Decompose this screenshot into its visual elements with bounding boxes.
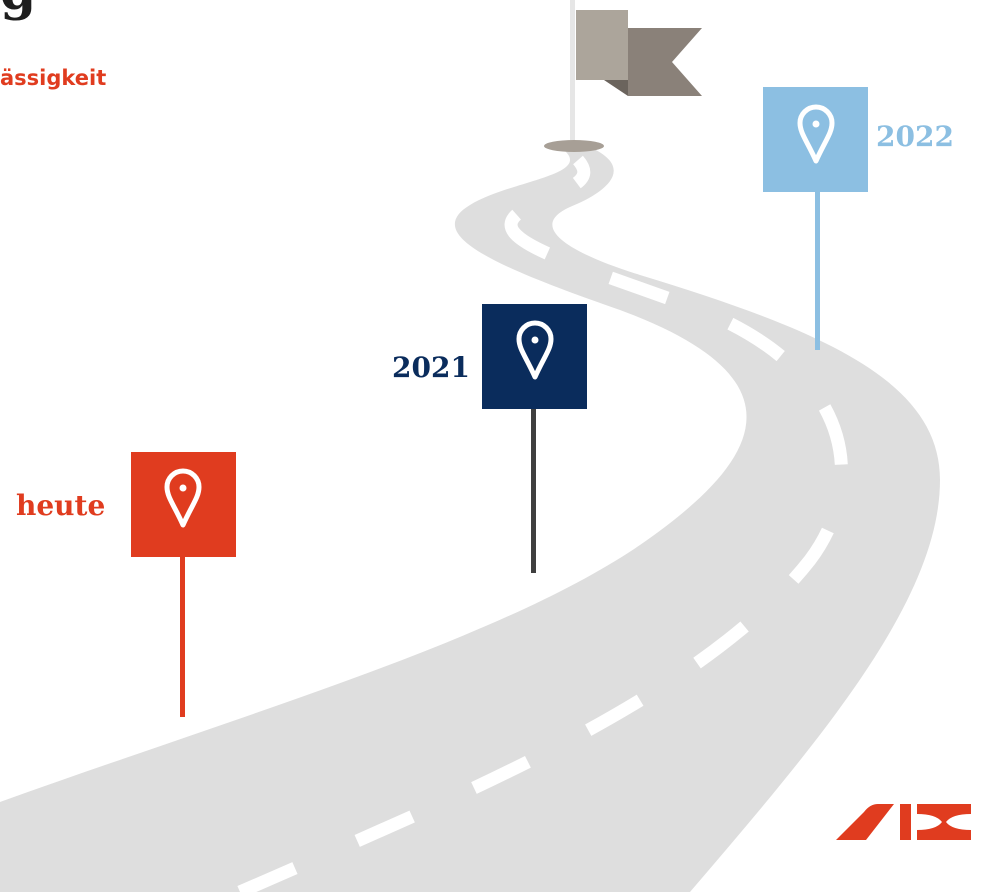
road-horizon xyxy=(544,140,604,152)
milestone-today-post xyxy=(180,555,185,717)
winding-road xyxy=(0,140,940,892)
milestone-2021-label: 2021 xyxy=(392,351,470,384)
page-title: g xyxy=(0,0,36,18)
six-logo xyxy=(836,804,971,840)
logo-i-bar xyxy=(900,804,911,840)
road-surface xyxy=(0,147,940,892)
milestone-2021-post xyxy=(531,408,536,573)
milestone-2022-post xyxy=(815,190,820,350)
logo-x-shape xyxy=(917,804,971,840)
map-pin-icon xyxy=(164,468,202,528)
milestone-2021-sign xyxy=(482,304,587,409)
goal-flag xyxy=(570,0,702,140)
milestone-2022 xyxy=(763,87,868,350)
milestone-today-sign xyxy=(131,452,236,557)
page-subtitle: ässigkeit xyxy=(0,66,107,90)
milestone-2022-label: 2022 xyxy=(876,120,954,153)
milestone-today-label: heute xyxy=(16,489,106,522)
flag-back xyxy=(628,28,702,96)
milestone-2021 xyxy=(482,304,587,573)
milestone-2022-sign xyxy=(763,87,868,192)
milestone-today xyxy=(131,452,236,717)
map-pin-icon xyxy=(797,104,835,164)
map-pin-icon xyxy=(516,320,554,380)
flag-front xyxy=(576,10,628,80)
logo-s-stroke xyxy=(836,804,894,840)
flag-pole xyxy=(570,0,575,140)
